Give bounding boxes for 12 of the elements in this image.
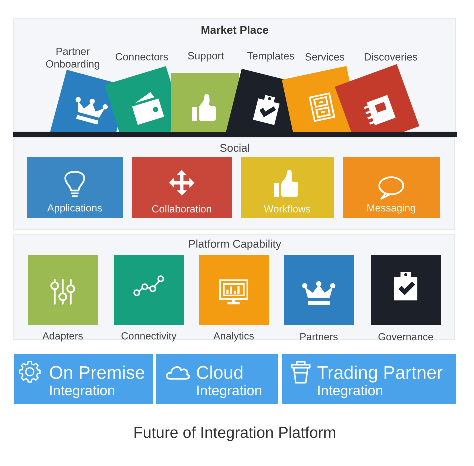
tile: Applications [27, 157, 123, 218]
tile: Collaboration [132, 157, 232, 218]
caption: Future of Integration Platform [134, 426, 336, 442]
tile: Workflows [241, 157, 334, 218]
tile: Messaging [343, 157, 440, 218]
integration-box: On Premise Integration [14, 354, 153, 404]
tile: Adapters [28, 255, 98, 342]
integration-box: Trading Partner Integration [282, 354, 456, 404]
tile: Connectivity [114, 255, 184, 342]
integration-box: Cloud Integration [156, 354, 278, 404]
tile: Analytics [199, 255, 269, 342]
tile: Partners [284, 255, 354, 341]
